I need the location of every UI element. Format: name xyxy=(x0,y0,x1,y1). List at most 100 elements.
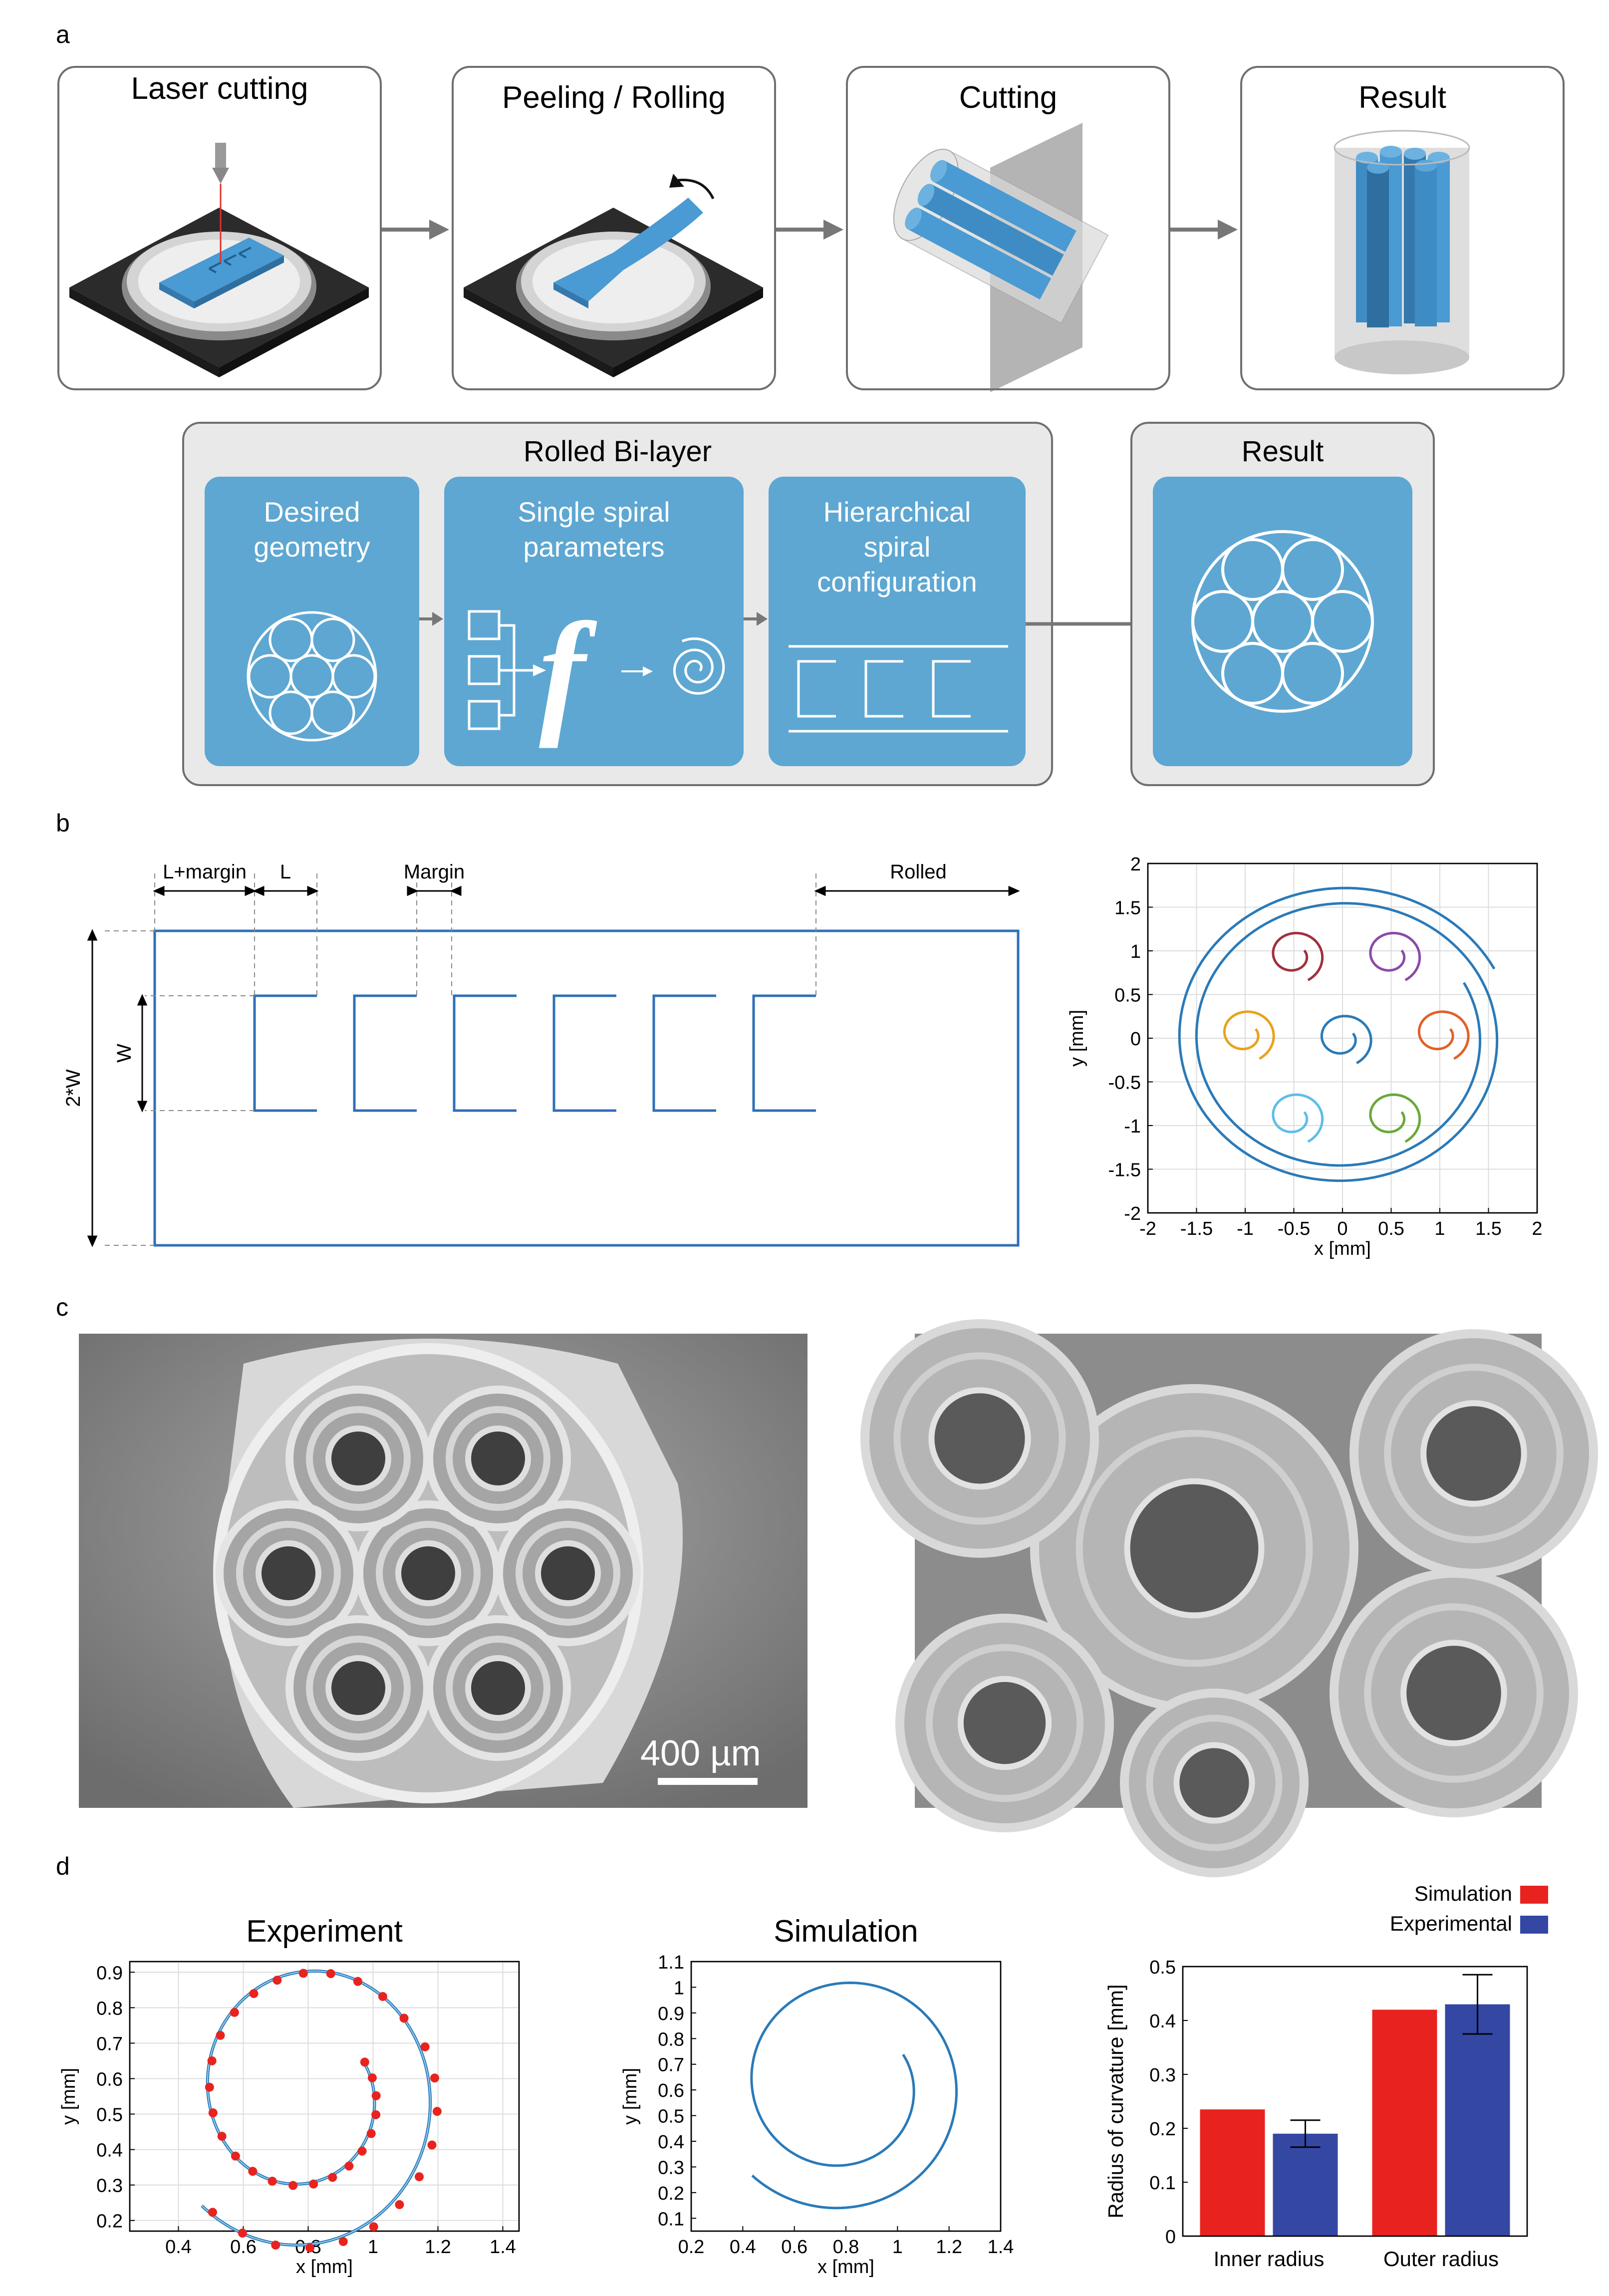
sem-roll-layer xyxy=(1146,1715,1283,1851)
y-tick-label: 0.1 xyxy=(658,2209,684,2230)
y-tick-label: 0.2 xyxy=(1149,2119,1176,2140)
x-tick-label: -0.5 xyxy=(1278,1218,1310,1239)
spiral-series xyxy=(1272,1093,1324,1143)
fit-curve-highlight xyxy=(201,1971,431,2246)
sem-roll-layer xyxy=(446,1406,550,1511)
legend-swatch xyxy=(1520,1886,1548,1904)
panel-letter-d: d xyxy=(56,1852,70,1880)
data-point xyxy=(430,2073,439,2083)
spiral-series xyxy=(1223,1010,1275,1060)
data-point xyxy=(432,2107,442,2116)
circle-packing-icon xyxy=(1191,530,1374,713)
box-title: Hierarchical spiral configuration xyxy=(817,496,977,597)
legend-label: Experimental xyxy=(1390,1912,1512,1935)
data-point xyxy=(205,2082,214,2092)
laser-cutting-illustration xyxy=(69,143,369,377)
spiral-series xyxy=(1272,931,1324,981)
y-tick-label: 0.3 xyxy=(1149,2065,1176,2086)
spiral-series xyxy=(1369,1093,1421,1143)
plot-frame xyxy=(1147,862,1538,1214)
data-point xyxy=(249,1989,259,1999)
data-point xyxy=(360,2057,369,2067)
data-point xyxy=(217,2131,227,2141)
data-point xyxy=(366,2129,376,2138)
label-l-margin: L+margin xyxy=(163,861,247,883)
data-point xyxy=(344,2161,354,2171)
data-point xyxy=(288,2181,298,2190)
y-tick-label: 0.5 xyxy=(96,2105,123,2126)
label-rolled: Rolled xyxy=(890,861,946,883)
sem-roll-layer xyxy=(893,1352,1066,1525)
sem-roll-core xyxy=(465,1426,531,1491)
box-title: Single spiral parameters xyxy=(518,496,670,563)
plot-frame xyxy=(690,1961,1002,2232)
y-tick-label: 0.4 xyxy=(658,2132,684,2153)
plot-frame xyxy=(129,1961,520,2232)
data-point xyxy=(353,1977,362,1986)
y-tick-label: 0.6 xyxy=(658,2080,684,2101)
sem-roll-core xyxy=(256,1540,321,1606)
x-tick-label: -1 xyxy=(1237,1218,1254,1239)
y-tick-label: 0.2 xyxy=(658,2183,684,2204)
x-tick-label: 0 xyxy=(1337,1218,1347,1239)
data-point xyxy=(367,2073,377,2082)
spiral-series xyxy=(1320,1015,1372,1065)
sem-roll-core xyxy=(325,1655,391,1721)
y-tick-label: 0.1 xyxy=(1149,2173,1176,2194)
data-point xyxy=(415,2172,424,2182)
legend-swatch xyxy=(1520,1916,1548,1934)
cut-line xyxy=(552,994,616,1112)
spiral-series xyxy=(1178,886,1499,1182)
sem-roll-layer xyxy=(236,1521,341,1626)
y-tick-label: 0.8 xyxy=(658,2029,684,2050)
spiral-series xyxy=(1417,1010,1470,1060)
arrow-right-icon xyxy=(621,666,653,676)
step-title: Cutting xyxy=(959,80,1058,115)
cut-pattern-schematic: L+margin L Margin Rolled 2*W W xyxy=(62,861,1020,1247)
experiment-spiral-plot: 0.40.60.811.21.40.20.30.40.50.60.70.80.9… xyxy=(58,1914,520,2278)
sheet-outline xyxy=(153,929,1020,1247)
x-tick-label: 1 xyxy=(368,2237,378,2258)
step-box-laser-cutting: Laser cutting xyxy=(57,66,382,390)
cut-line xyxy=(752,994,816,1112)
sem-roll-core xyxy=(465,1655,531,1721)
step-title: Laser cutting xyxy=(131,71,308,106)
arrow-right-icon xyxy=(744,612,768,626)
spiral-icon xyxy=(673,637,725,695)
y-tick-label: 0 xyxy=(1130,1029,1141,1050)
sem-roll-core xyxy=(325,1426,391,1491)
data-point xyxy=(271,2240,280,2250)
y-tick-label: 0.4 xyxy=(96,2140,123,2161)
label-w: W xyxy=(113,1044,135,1063)
group-title: Result xyxy=(1241,435,1324,468)
cut-line xyxy=(253,994,317,1112)
data-point xyxy=(309,2179,318,2189)
plot-area xyxy=(690,1961,1002,2232)
y-tick-label: 0.3 xyxy=(658,2157,684,2178)
data-point xyxy=(369,2222,378,2232)
y-tick-label: 0.7 xyxy=(658,2055,684,2076)
y-tick-label: 0 xyxy=(1165,2227,1176,2248)
x-tick-label: 0.4 xyxy=(730,2237,756,2258)
x-tick-label: -2 xyxy=(1139,1218,1156,1239)
sem-roll-core xyxy=(957,1676,1052,1770)
cut-line xyxy=(353,994,417,1112)
step-title: Peeling / Rolling xyxy=(502,80,726,115)
category-label: Outer radius xyxy=(1383,2247,1499,2271)
data-point xyxy=(272,1976,282,1985)
data-point xyxy=(248,2167,258,2176)
data-point xyxy=(216,2030,225,2040)
plot-title: Experiment xyxy=(246,1914,403,1949)
result-geometry-box xyxy=(1153,477,1412,766)
y-tick-label: 1.5 xyxy=(1114,898,1141,919)
x-tick-label: 1.2 xyxy=(425,2237,451,2258)
data-point xyxy=(268,2177,277,2186)
sem-roll-core xyxy=(1124,1478,1265,1619)
x-tick-label: 0.5 xyxy=(1378,1218,1404,1239)
step-box-result: Result xyxy=(1240,66,1565,390)
group-title: Rolled Bi-layer xyxy=(523,435,712,468)
scale-bar-label: 400 µm xyxy=(640,1733,761,1773)
bar xyxy=(1372,2009,1437,2236)
data-point xyxy=(371,2091,381,2100)
